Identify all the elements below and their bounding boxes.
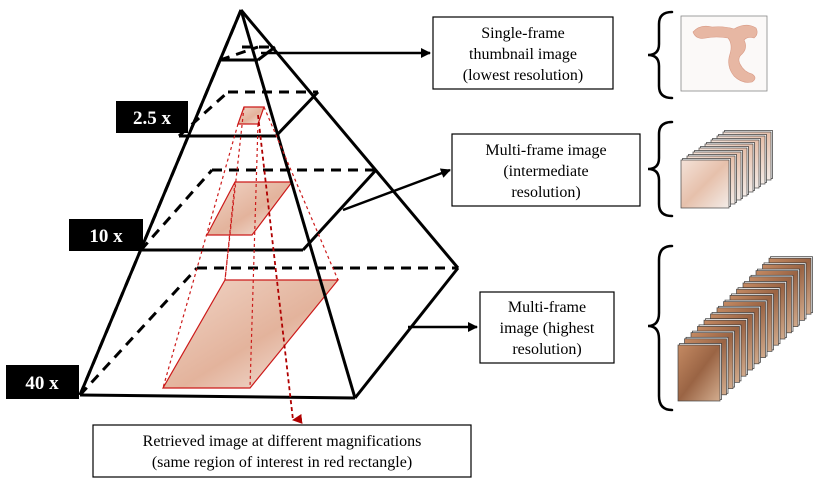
callout-highest: Multi-frame image (highest resolution) bbox=[479, 291, 615, 364]
brace-thumbnail bbox=[647, 10, 674, 100]
brace-highest bbox=[647, 244, 674, 412]
callout-line: (lowest resolution) bbox=[463, 67, 583, 84]
tissue-shape bbox=[692, 24, 758, 83]
frame-tile bbox=[677, 344, 721, 402]
magnification-label-40x: 40 x bbox=[6, 365, 79, 399]
callout-line: Multi-frame image bbox=[485, 142, 606, 159]
callout-line: thumbnail image bbox=[469, 46, 577, 63]
pyramid-hidden-edges bbox=[78, 9, 458, 397]
magnification-text: 10 x bbox=[89, 226, 123, 247]
callout-line: (intermediate bbox=[503, 163, 588, 180]
curly-braces bbox=[647, 10, 674, 412]
magnification-label-10x: 10 x bbox=[69, 219, 143, 251]
callout-line: resolution) bbox=[511, 184, 580, 201]
magnification-text: 2.5 x bbox=[133, 108, 172, 129]
caption-line: Retrieved image at different magnificati… bbox=[143, 433, 422, 450]
callout-line: Single-frame bbox=[481, 25, 565, 42]
callout-line: resolution) bbox=[512, 341, 581, 358]
highest-frame-stack bbox=[677, 256, 813, 402]
roi-arrow bbox=[257, 114, 303, 424]
connector-arrows bbox=[261, 48, 478, 332]
caption-box: Retrieved image at different magnificati… bbox=[92, 424, 472, 478]
roi-projection-lines bbox=[162, 106, 339, 389]
pyramid bbox=[78, 9, 460, 400]
frame-tile bbox=[680, 159, 730, 209]
intermediate-frame-stack bbox=[680, 130, 773, 209]
thumbnail-image bbox=[680, 15, 768, 92]
brace-intermediate bbox=[647, 120, 674, 218]
callout-line: image (highest bbox=[500, 320, 595, 337]
callout-line: Multi-frame bbox=[508, 299, 586, 316]
callout-intermediate: Multi-frame image (intermediate resoluti… bbox=[451, 133, 641, 207]
roi-regions bbox=[161, 106, 340, 389]
magnification-label-2-5x: 2.5 x bbox=[116, 101, 188, 133]
caption-line: (same region of interest in red rectangl… bbox=[152, 454, 412, 471]
magnification-text: 40 x bbox=[25, 373, 59, 394]
roi-middle bbox=[206, 181, 294, 236]
callout-thumbnail: Single-frame thumbnail image (lowest res… bbox=[432, 16, 614, 90]
